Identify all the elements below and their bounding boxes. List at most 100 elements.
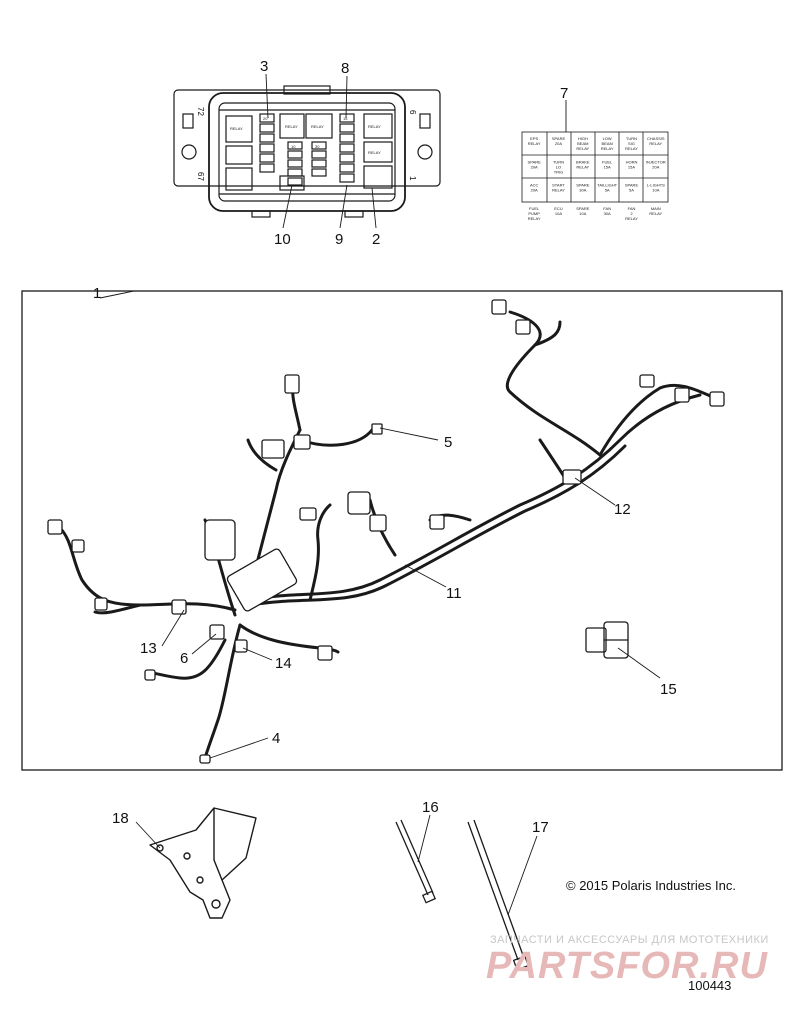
chart-cell-text: INJECTOR xyxy=(646,159,666,164)
chart-cell-text: CHASSIS xyxy=(647,136,665,141)
chart-cell-text: SPARE xyxy=(552,136,566,141)
connector xyxy=(369,514,387,532)
relay-marking: RELAY xyxy=(368,150,381,155)
chart-cell-text: L-LIGHTS xyxy=(647,183,665,188)
fuse-column-3 xyxy=(259,113,275,173)
chart-cell-text: SPARE xyxy=(576,206,590,211)
connector xyxy=(674,387,690,403)
chart-cell-text: LOW xyxy=(603,136,612,141)
chart-cell-text: 30A xyxy=(604,211,611,216)
callout-3: 3 xyxy=(260,58,268,75)
fuse-rating: 15 xyxy=(343,116,348,121)
side-number: 72 xyxy=(196,107,205,116)
fuse-box xyxy=(173,85,441,218)
fuse-label-chart-cells: EPSRELAYSPARE20AHIGHBEAMRELAYLOWBEAMRELA… xyxy=(528,136,666,221)
fuse-box-bottom-latch-2 xyxy=(344,210,364,218)
chart-cell-text: BEAM xyxy=(577,141,588,146)
relay-marking: RELAY xyxy=(230,126,243,131)
chart-cell-text: TURN xyxy=(553,159,564,164)
chart-cell-text: RELAY xyxy=(601,146,614,151)
connector xyxy=(515,319,531,335)
connector xyxy=(261,439,285,459)
callout-1: 1 xyxy=(93,285,101,302)
connector xyxy=(429,514,445,530)
callout-9: 9 xyxy=(335,231,343,248)
callout-18: 18 xyxy=(112,810,129,827)
callout-13: 13 xyxy=(140,640,157,657)
callout-11: 11 xyxy=(446,585,462,602)
fuse-rating: 20 xyxy=(263,116,268,121)
connector xyxy=(317,645,333,661)
connector xyxy=(709,391,725,407)
ecu-connector xyxy=(204,519,236,561)
part-17-cable-tie xyxy=(467,819,530,971)
chart-cell-text: FUEL xyxy=(529,206,540,211)
ground-terminal-4 xyxy=(199,754,211,764)
chart-cell-text: 15A xyxy=(628,164,635,169)
connector xyxy=(234,639,248,653)
chart-cell-text: START xyxy=(552,183,565,188)
chart-cell-text: 10A xyxy=(579,211,586,216)
fuse-box-inner xyxy=(218,102,396,202)
relay-marking: RELAY xyxy=(368,124,381,129)
chart-cell-text: SPARE xyxy=(528,159,542,164)
fuse-column-middle xyxy=(311,141,327,177)
callout-numbers: 3 8 10 9 2 7 1 5 12 11 13 6 14 4 15 18 1… xyxy=(93,58,677,836)
chart-cell-text: BRAKE xyxy=(576,159,590,164)
chart-cell-text: RELAY xyxy=(552,188,565,193)
chart-cell-text: TURN xyxy=(626,136,637,141)
callout-14: 14 xyxy=(275,655,292,672)
chart-cell-text: FAN xyxy=(603,206,611,211)
fuse-rating: 30 xyxy=(315,144,320,149)
chart-cell-text: 10A xyxy=(555,211,562,216)
chart-cell-text: HORN xyxy=(626,159,638,164)
fuse-box-markings: RELAY RELAY RELAY RELAY RELAY 20 15 10 3… xyxy=(196,107,417,181)
leader-lines xyxy=(99,73,661,916)
bracket-hole-right xyxy=(417,144,433,160)
callout-12: 12 xyxy=(614,501,631,518)
fuse-rating: 10 xyxy=(291,144,296,149)
chart-cell-text: FAN xyxy=(628,206,636,211)
chart-cell-text: MAIN xyxy=(651,206,661,211)
chart-cell-text: BEAM xyxy=(601,141,612,146)
fuse-box-outer xyxy=(208,92,406,212)
chart-cell-text: RELAY xyxy=(625,146,638,151)
fuse-label-chart xyxy=(521,131,669,203)
chart-cell-text: 2 xyxy=(630,211,633,216)
connector xyxy=(347,491,371,515)
chart-cell-text: 20A xyxy=(555,141,562,146)
side-number: 67 xyxy=(196,172,205,181)
copyright-text: © 2015 Polaris Industries Inc. xyxy=(566,878,736,893)
ecu-module xyxy=(226,548,298,612)
chart-cell-text: 20A xyxy=(652,164,659,169)
fuse-column-10 xyxy=(287,141,303,186)
callout-4: 4 xyxy=(272,730,280,747)
relay-marking: RELAY xyxy=(311,124,324,129)
connector xyxy=(293,434,311,450)
chart-cell-text: SPARE xyxy=(576,183,590,188)
chart-cell-text: RELAY xyxy=(649,141,662,146)
callout-10: 10 xyxy=(274,231,291,248)
chart-cell-text: RELAY xyxy=(528,216,541,221)
chart-cell-text: 15A xyxy=(604,164,611,169)
bracket-tab-left xyxy=(182,113,194,129)
connector xyxy=(371,423,383,435)
watermark-logo: PARTSFOR.RU xyxy=(486,945,768,987)
fuse-box-bracket xyxy=(173,89,441,187)
chart-cell-text: SPARE xyxy=(625,183,639,188)
fuse-box-top-latch xyxy=(283,85,331,95)
chart-cell-text: TAILLIGHT xyxy=(597,183,617,188)
chart-cell-text: 20A xyxy=(531,188,538,193)
relay-connector-12 xyxy=(562,469,582,485)
bracket-hole-left xyxy=(181,144,197,160)
callout-17: 17 xyxy=(532,819,549,836)
callout-16: 16 xyxy=(422,799,439,816)
watermark-caption: ЗАПЧАСТИ И АКСЕССУАРЫ ДЛЯ МОТОТЕХНИКИ xyxy=(490,934,769,946)
chart-cell-text: RELAY xyxy=(576,146,589,151)
chart-cell-text: FUEL xyxy=(602,159,613,164)
chart-cell-text: TRIG xyxy=(554,169,564,174)
callout-15: 15 xyxy=(660,681,677,698)
part-15-clip xyxy=(585,621,629,659)
chart-cell-text: LO xyxy=(556,164,561,169)
chart-cell-text: PUMP xyxy=(528,211,540,216)
